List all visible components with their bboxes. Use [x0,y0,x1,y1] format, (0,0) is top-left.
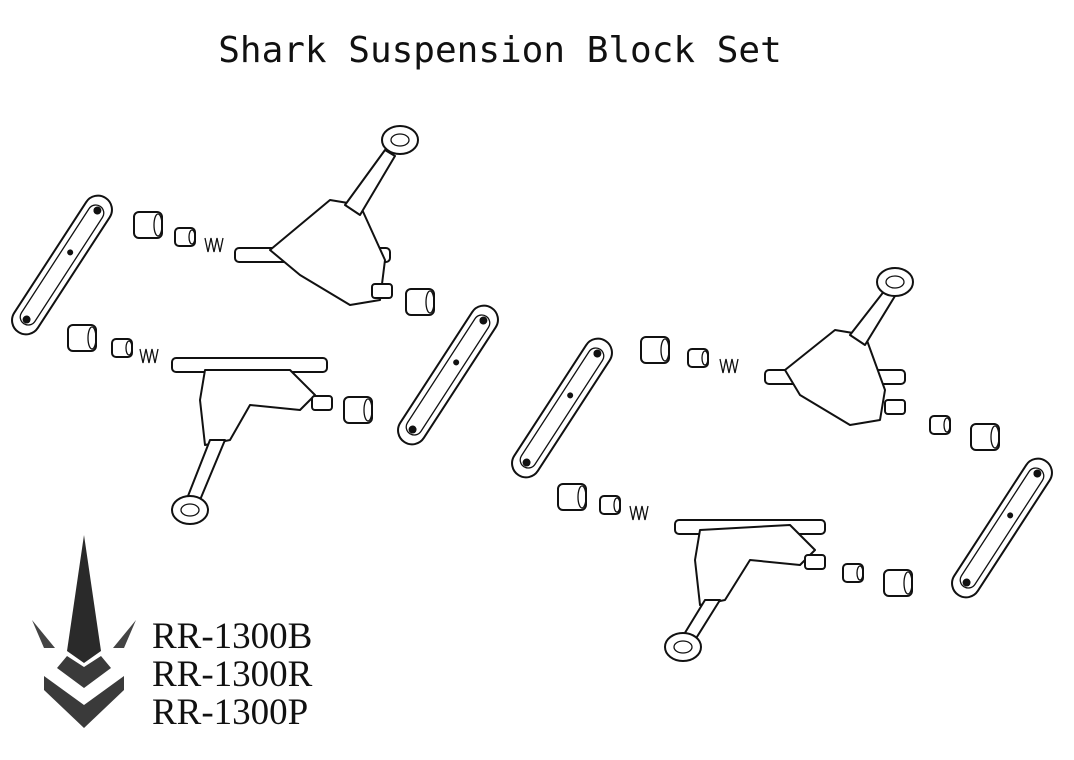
page-title: Shark Suspension Block Set [218,30,782,71]
lower-hub [171,357,333,525]
right-group [505,267,1059,662]
brand-logo [32,535,136,728]
upper-hub [234,125,419,306]
upper-hub [764,267,914,426]
part-number-list: RR-1300B RR-1300R RR-1300P [152,618,312,732]
mount-bar [391,299,505,451]
lower-hub [664,519,826,662]
part-number: RR-1300P [152,692,309,733]
mount-bar [505,332,619,484]
part-number: RR-1300R [152,654,313,695]
left-group [5,125,505,525]
mount-bar [5,189,119,341]
part-number: RR-1300B [152,616,313,657]
mount-bar [945,452,1059,604]
